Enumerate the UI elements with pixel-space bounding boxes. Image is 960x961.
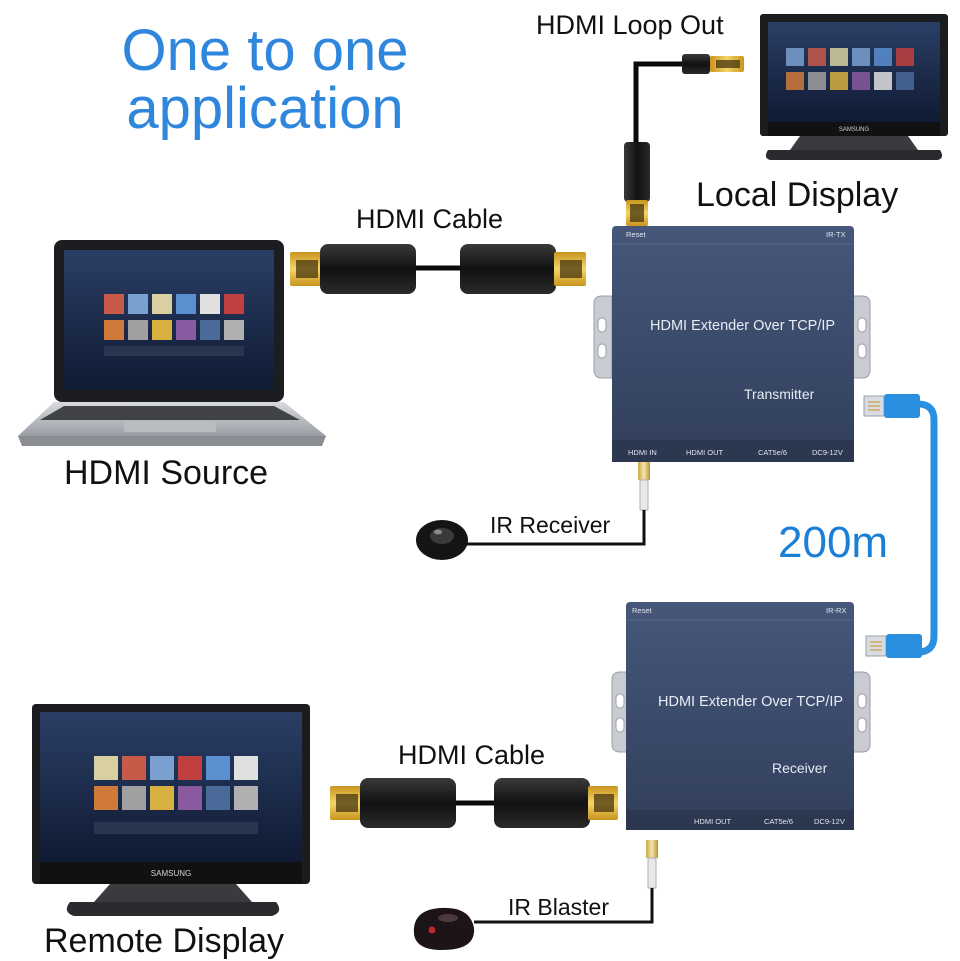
transmitter-port-dc: DC9-12V xyxy=(812,448,843,457)
transmitter-port-hdmi-out: HDMI OUT xyxy=(686,448,724,457)
ir-blaster-label: IR Blaster xyxy=(508,894,609,920)
receiver-port-cat: CAT5e/6 xyxy=(764,817,794,826)
distance-label: 200m xyxy=(778,518,889,567)
hdmi-cable-top xyxy=(290,244,586,294)
hdmi-cable-bottom xyxy=(330,778,618,828)
receiver-port-hdmi-out: HDMI OUT xyxy=(694,817,732,826)
title-line-2: application xyxy=(126,76,404,141)
hdmi-cable-top-label: HDMI Cable xyxy=(356,204,504,234)
receiver-port-dc: DC9-12V xyxy=(814,817,845,826)
ir-receiver-label: IR Receiver xyxy=(490,512,611,538)
hdmi-loop-out-label: HDMI Loop Out xyxy=(536,10,724,40)
hdmi-cable-bottom-label: HDMI Cable xyxy=(398,740,546,770)
local-display-monitor xyxy=(760,14,948,160)
laptop-album-grid xyxy=(104,294,244,356)
receiver-reset-label: Reset xyxy=(632,606,652,615)
receiver-role: Receiver xyxy=(772,760,828,776)
ethernet-cable xyxy=(863,394,938,658)
transmitter-ir-label: IR-TX xyxy=(826,230,846,239)
transmitter-device xyxy=(593,226,871,462)
receiver-device xyxy=(611,602,871,830)
receiver-title: HDMI Extender Over TCP/IP xyxy=(658,694,844,710)
local-monitor-brand: SAMSUNG xyxy=(839,127,870,133)
title-line-1: One to one xyxy=(121,18,409,83)
remote-album-grid xyxy=(94,756,258,834)
remote-monitor-brand: SAMSUNG xyxy=(151,869,191,878)
receiver-ir-label: IR-RX xyxy=(826,606,847,615)
transmitter-role: Transmitter xyxy=(744,386,815,402)
remote-display-label: Remote Display xyxy=(44,922,284,960)
local-display-label: Local Display xyxy=(696,176,899,214)
ir-blaster xyxy=(413,840,658,950)
laptop xyxy=(18,240,326,446)
transmitter-reset-label: Reset xyxy=(626,230,646,239)
remote-display-monitor xyxy=(32,704,310,916)
diagram-title: One to one application xyxy=(70,22,460,138)
hdmi-source-label: HDMI Source xyxy=(64,454,269,492)
album-grid xyxy=(786,48,914,90)
hdmi-loop-out-cable xyxy=(624,54,744,226)
ir-receiver xyxy=(416,462,650,560)
transmitter-port-hdmi-in: HDMI IN xyxy=(628,448,657,457)
transmitter-port-cat: CAT5e/6 xyxy=(758,448,788,457)
transmitter-title: HDMI Extender Over TCP/IP xyxy=(650,318,836,334)
